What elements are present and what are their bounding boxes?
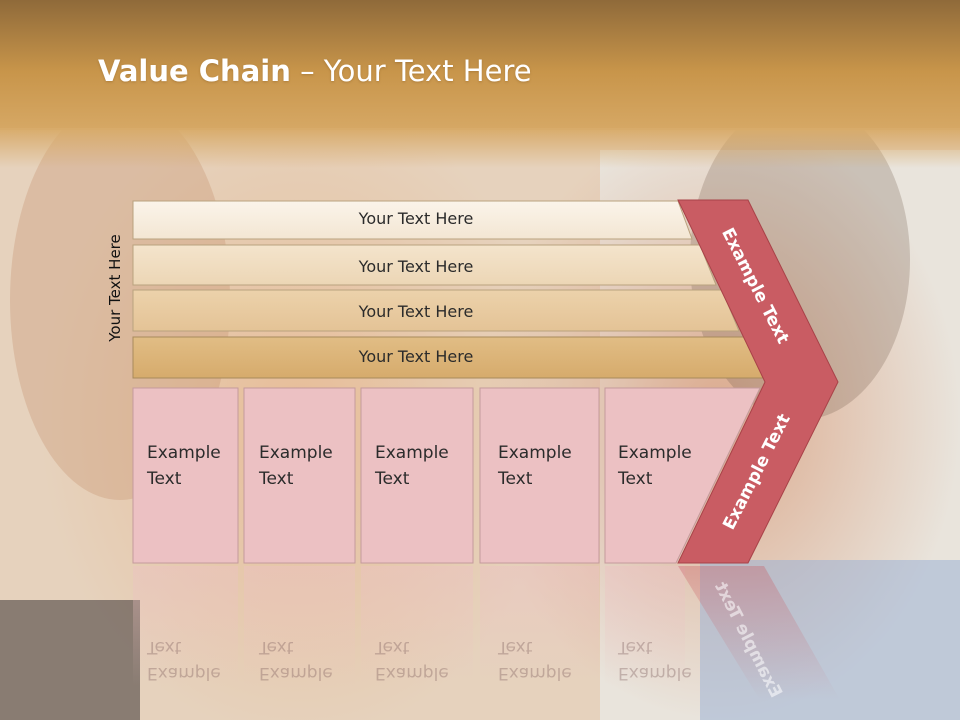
box-5-line-2: Text (618, 469, 653, 489)
box-5: Example Text (618, 440, 692, 492)
box-1-line-2: Text (147, 469, 182, 489)
box-1-reflection: Example Text (147, 634, 221, 686)
box-2-reflection-line-1: Example (259, 663, 333, 683)
bar-2 (132, 244, 717, 286)
box-2: Example Text (259, 440, 333, 492)
box-3-reflection: Example Text (375, 634, 449, 686)
box-1-reflection-line-1: Example (147, 663, 221, 683)
side-label: Your Text Here (106, 234, 124, 342)
bar-label-2: Your Text Here (358, 257, 474, 276)
box-3: Example Text (375, 440, 449, 492)
box-3-line-2: Text (375, 469, 410, 489)
box-1-line-1: Example (147, 443, 221, 463)
box-5-reflection-line-2: Text (618, 637, 653, 657)
title-bold: Value Chain (98, 54, 291, 88)
box-4: Example Text (498, 440, 572, 492)
box-4-line-2: Text (498, 469, 533, 489)
box-1-reflection-line-2: Text (147, 637, 182, 657)
box-1: Example Text (147, 440, 221, 492)
box-4-line-1: Example (498, 443, 572, 463)
box-5-line-1: Example (618, 443, 692, 463)
box-5-reflection: Example Text (618, 634, 692, 686)
box-4-reflection-line-1: Example (498, 663, 572, 683)
box-3-reflection-line-1: Example (375, 663, 449, 683)
bar-3 (132, 289, 740, 332)
box-3-line-1: Example (375, 443, 449, 463)
box-2-line-1: Example (259, 443, 333, 463)
box-2-line-2: Text (259, 469, 294, 489)
box-3-reflection-line-2: Text (375, 637, 410, 657)
box-4-reflection-line-2: Text (498, 637, 533, 657)
title-rest: – Your Text Here (290, 54, 532, 88)
box-2-reflection: Example Text (259, 634, 333, 686)
bar-label-4: Your Text Here (358, 347, 474, 366)
bar-label-1: Your Text Here (358, 209, 474, 228)
box-2-reflection-line-2: Text (259, 637, 294, 657)
slide-title: Value Chain – Your Text Here (98, 54, 532, 88)
box-4-reflection: Example Text (498, 634, 572, 686)
box-5-reflection-line-1: Example (618, 663, 692, 683)
bar-1 (132, 200, 693, 240)
chevron-arrow (677, 199, 839, 564)
bar-label-3: Your Text Here (358, 302, 474, 321)
